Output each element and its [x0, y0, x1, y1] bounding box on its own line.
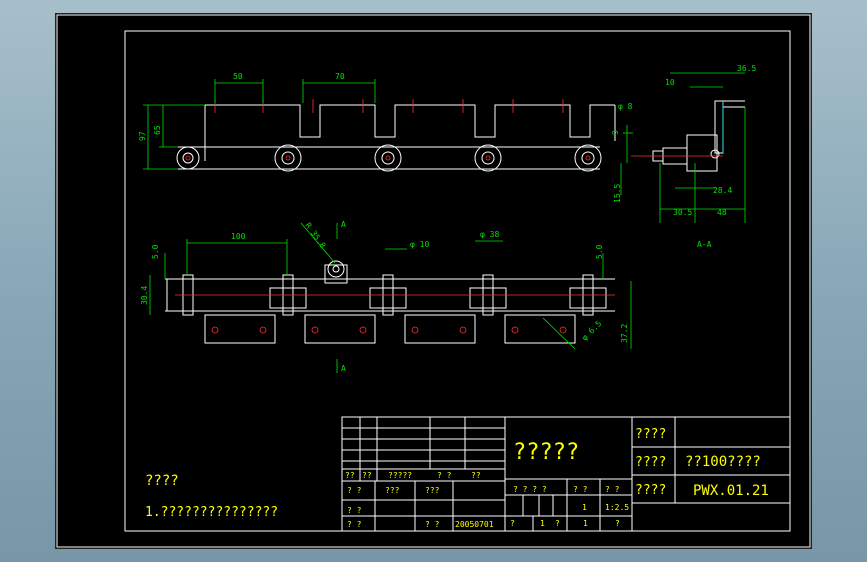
row-b-3: ??? — [425, 486, 440, 495]
notes-line-1: 1.??????????????? — [145, 505, 278, 520]
row-a-5: ?? — [471, 471, 481, 480]
dim-top-50: 50 — [233, 72, 243, 81]
dim-side-10: 10 — [665, 78, 675, 87]
dim-plan-5-0-left: 5.0 — [151, 244, 160, 259]
drawing-title: ????? — [513, 440, 579, 465]
dim-plan-100: 100 — [231, 232, 246, 241]
sheet-1: ? — [510, 519, 515, 528]
section-marker-a-bottom: A — [341, 364, 346, 373]
title-block-grid — [341, 416, 791, 532]
section-label-a-a: A-A — [697, 240, 712, 249]
drawing-sheet: 50 70 97 65 36.5 10 φ 8 9 15.5 28.4 30.5… — [56, 14, 811, 548]
weight-header-2: ? ? — [573, 485, 588, 494]
dim-side-28-4: 28.4 — [713, 186, 732, 195]
dim-plan-phi10: φ 10 — [410, 240, 429, 249]
dim-plan-phi6-5: φ 6.5 — [580, 319, 604, 343]
section-marker-a-top: A — [341, 220, 346, 229]
weight-header-1: ? ? ? ? — [513, 485, 547, 494]
dim-height-65: 65 — [153, 125, 162, 135]
dim-plan-r35-8: R 35.8 — [303, 221, 327, 250]
notes-heading: ???? — [145, 473, 179, 489]
count-value: 1 — [582, 503, 587, 512]
sheet-3: ? — [555, 519, 560, 528]
row-a-3: ????? — [388, 471, 412, 480]
row-a-2: ?? — [362, 471, 372, 480]
cad-drawing-canvas[interactable]: 50 70 97 65 36.5 10 φ 8 9 15.5 28.4 30.5… — [55, 13, 812, 549]
row-a-1: ?? — [345, 471, 355, 480]
dim-side-phi8: φ 8 — [618, 102, 633, 111]
sheet-2: 1 — [540, 519, 545, 528]
title-label-b: ???? — [635, 455, 666, 470]
part-name: ??100???? — [685, 454, 761, 470]
drawing-number: PWX.01.21 — [693, 483, 769, 499]
sheet-5: ? — [615, 519, 620, 528]
dim-plan-phi38: φ 38 — [480, 230, 499, 239]
dim-side-15-5: 15.5 — [613, 184, 622, 203]
chain-plan-view — [149, 222, 632, 373]
title-label-a: ???? — [635, 427, 666, 442]
dim-side-9: 9 — [611, 130, 620, 135]
dim-plan-37-2: 37.2 — [620, 324, 629, 343]
dim-top-70: 70 — [335, 72, 345, 81]
dim-height-97: 97 — [138, 131, 147, 141]
dim-side-48: 48 — [717, 208, 727, 217]
row-d-1: ? ? — [347, 520, 362, 529]
row-c-1: ? ? — [347, 506, 362, 515]
weight-header-3: ? ? — [605, 485, 620, 494]
row-b-1: ? ? — [347, 486, 362, 495]
dim-side-36-5: 36.5 — [737, 64, 756, 73]
dim-plan-5-0-right: 5.0 — [595, 244, 604, 259]
section-view-a-a — [620, 72, 746, 223]
outer-border — [56, 14, 811, 548]
row-b-2: ??? — [385, 486, 400, 495]
row-d-date: 20050701 — [455, 520, 494, 529]
title-label-c: ???? — [635, 483, 666, 498]
row-a-4: ? ? — [437, 471, 452, 480]
chain-elevation-view — [143, 79, 616, 172]
scale-value: 1:2.5 — [605, 503, 629, 512]
sheet-4: 1 — [583, 519, 588, 528]
dim-plan-30-4: 30.4 — [140, 286, 149, 305]
dim-side-30-5: 30.5 — [673, 208, 692, 217]
row-d-2: ? ? — [425, 520, 440, 529]
